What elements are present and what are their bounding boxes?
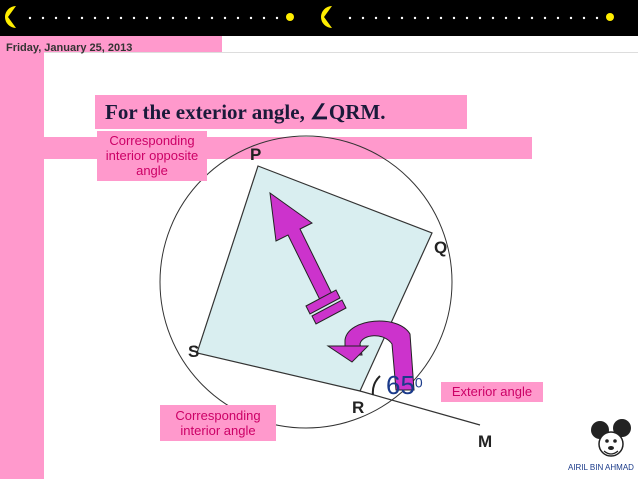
magenta-arrow	[269, 191, 347, 325]
label-corresponding-opposite: Corresponding interior opposite angle	[97, 131, 207, 181]
pacman-border-decoration	[5, 6, 614, 28]
label-exterior-angle: Exterior angle	[441, 382, 543, 402]
angle-value: 65	[386, 370, 415, 400]
point-label-s: S	[188, 342, 200, 361]
frame-left-bar	[0, 36, 44, 479]
exterior-angle-arc	[371, 375, 381, 396]
point-label-r: R	[352, 398, 365, 417]
point-label-m: M	[478, 432, 493, 451]
frame-divider-line	[44, 52, 638, 53]
point-label-p: P	[250, 145, 262, 164]
slide-title: For the exterior angle, ∠QRM.	[95, 95, 467, 129]
author-credit: AIRIL BIN AHMAD	[568, 463, 634, 472]
circumscribed-circle	[159, 135, 453, 429]
mouse-character-logo	[591, 419, 631, 457]
label-exterior-angle-text: Exterior angle	[451, 384, 533, 399]
top-banner	[0, 0, 638, 36]
label-corresponding-interior: Corresponding interior angle	[160, 405, 276, 441]
angle-measure: 650	[386, 370, 423, 401]
point-label-q: Q	[434, 238, 448, 257]
extended-line-rm	[359, 390, 481, 426]
curved-turn-arrow	[326, 320, 415, 391]
frame-top-bar	[44, 36, 222, 52]
label-corresponding-opposite-text: Corresponding interior opposite angle	[105, 133, 199, 178]
slide-date: Friday, January 25, 2013	[6, 42, 133, 54]
degree-mark: 0	[414, 374, 423, 391]
label-corresponding-interior-text: Corresponding interior angle	[175, 408, 261, 438]
